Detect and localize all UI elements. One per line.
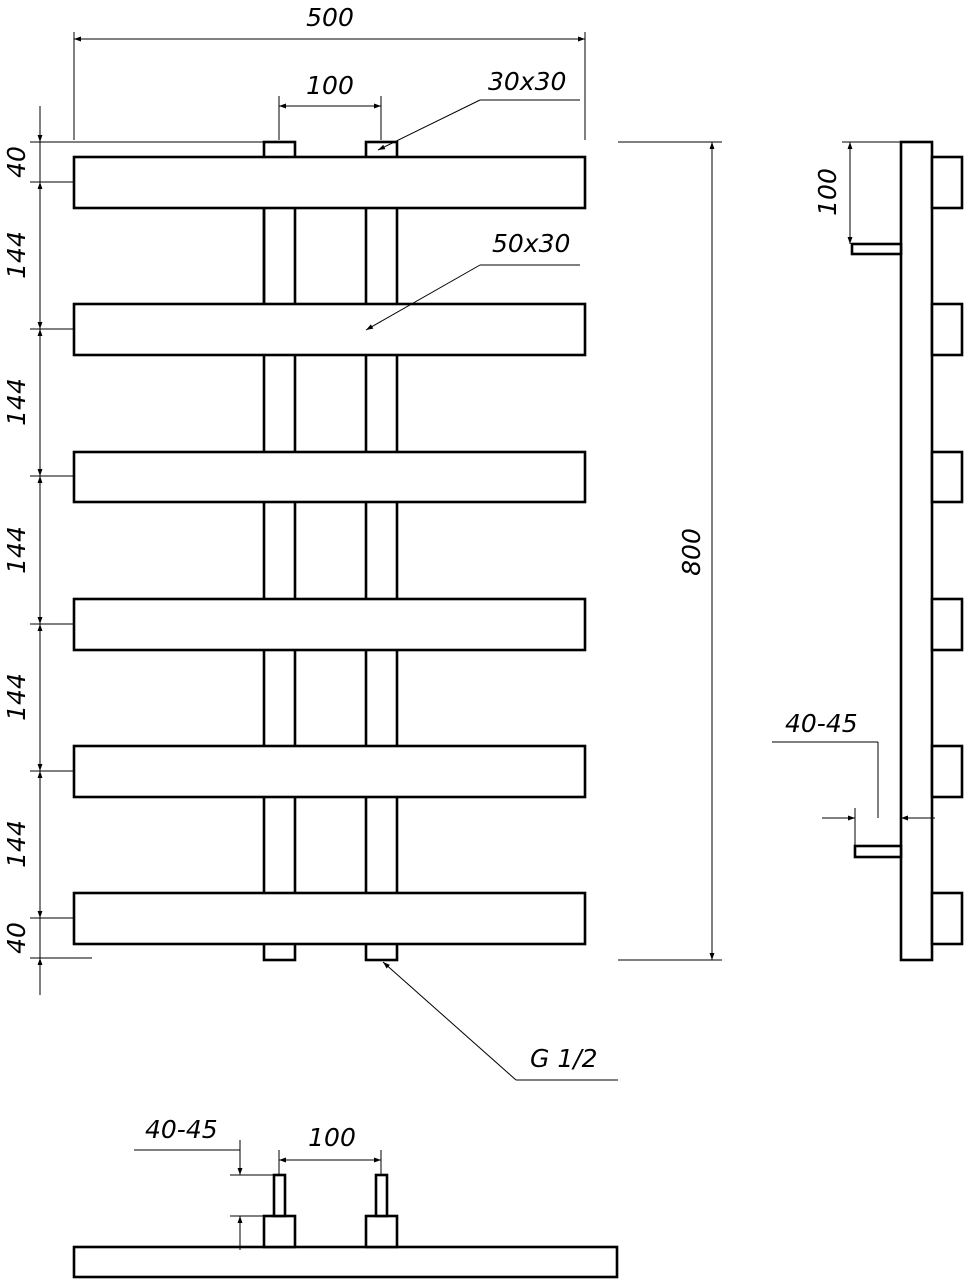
dim-bottom: 40-45 100 bbox=[134, 1115, 382, 1250]
label-connection-thread: G 1/2 bbox=[530, 1044, 598, 1073]
side-vertical-pipe bbox=[899, 140, 934, 962]
dim-label-bar-pitch-2: 144 bbox=[2, 378, 31, 426]
dim-label-side-wall-gap: 40-45 bbox=[785, 709, 858, 738]
dim-label-bar-pitch-5: 144 bbox=[2, 820, 31, 868]
bottom-stub-left bbox=[272, 1173, 287, 1218]
side-top-connector bbox=[850, 242, 903, 256]
dim-label-overall-height: 800 bbox=[677, 528, 706, 576]
towel-bar-2 bbox=[72, 302, 587, 357]
bottom-stub-right bbox=[374, 1173, 389, 1218]
leader-pipe-size: 30x30 bbox=[377, 67, 580, 151]
dim-overall-width: 500 bbox=[73, 3, 586, 140]
dim-label-side-bracket-offset: 100 bbox=[813, 168, 842, 216]
label-pipe-size: 30x30 bbox=[488, 67, 566, 96]
bottom-pipe-right bbox=[364, 1214, 399, 1249]
dim-label-bottom-wall-gap: 40-45 bbox=[145, 1115, 218, 1144]
bottom-bar bbox=[72, 1245, 619, 1279]
left-vertical-pipe bbox=[262, 140, 297, 962]
side-bar-end-1 bbox=[930, 155, 964, 210]
dim-overall-height: 800 bbox=[618, 141, 722, 961]
towel-bar-1 bbox=[72, 155, 587, 210]
dim-label-pipe-spacing: 100 bbox=[306, 71, 354, 100]
dim-label-bar-pitch-1: 144 bbox=[2, 231, 31, 279]
towel-bar-6 bbox=[72, 891, 587, 946]
dim-pipe-spacing-top: 100 bbox=[278, 71, 382, 140]
dim-label-overall-width: 500 bbox=[306, 3, 354, 32]
dim-side-bracket-offset: 100 bbox=[813, 141, 901, 244]
side-bar-end-3 bbox=[930, 450, 964, 504]
side-bar-end-6 bbox=[930, 891, 964, 946]
dim-label-bar-pitch-3: 144 bbox=[2, 526, 31, 574]
front-view bbox=[72, 140, 587, 962]
dim-label-top-offset: 40 bbox=[2, 146, 31, 178]
dim-side-wall-gap: 40-45 bbox=[772, 709, 935, 846]
leader-connection-thread: G 1/2 bbox=[382, 961, 618, 1081]
side-bottom-connector bbox=[853, 844, 903, 859]
bottom-pipe-left bbox=[262, 1214, 297, 1249]
dim-chain-left: 40 144 144 144 144 144 40 bbox=[2, 106, 264, 995]
bottom-view bbox=[72, 1173, 619, 1279]
towel-bar-3 bbox=[72, 450, 587, 504]
side-bar-end-4 bbox=[930, 597, 964, 652]
label-bar-size: 50x30 bbox=[492, 229, 570, 258]
leader-bar-size: 50x30 bbox=[365, 229, 580, 331]
side-bar-end-5 bbox=[930, 744, 964, 799]
towel-bar-4 bbox=[72, 597, 587, 652]
dim-label-bar-pitch-4: 144 bbox=[2, 673, 31, 721]
towel-bar-5 bbox=[72, 744, 587, 799]
side-view bbox=[850, 140, 964, 962]
side-bar-end-2 bbox=[930, 302, 964, 357]
right-vertical-pipe bbox=[364, 140, 399, 962]
dim-label-bottom-offset: 40 bbox=[2, 922, 31, 954]
dim-label-bottom-pipe-spacing: 100 bbox=[308, 1123, 356, 1152]
